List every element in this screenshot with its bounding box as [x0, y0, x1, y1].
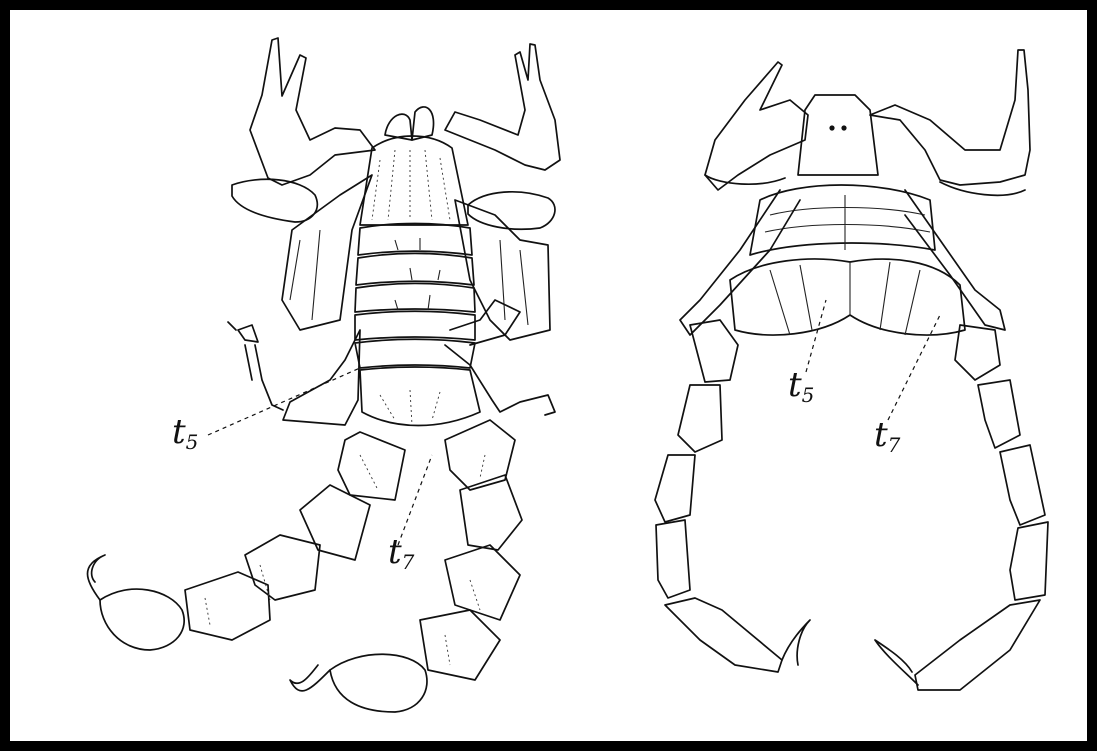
ventral-metasoma-right — [875, 325, 1048, 690]
label-ventral-t5: t5 — [788, 368, 814, 405]
label-letter: t — [172, 412, 186, 452]
label-subscript: 5 — [186, 430, 199, 454]
ventral-left-pedipalp — [705, 62, 808, 190]
dorsal-left-pedipalp — [250, 38, 375, 185]
dorsal-right-pedipalp — [445, 44, 560, 170]
ventral-right-pedipalp — [870, 50, 1030, 185]
label-subscript: 5 — [802, 383, 815, 407]
dorsal-scorpion — [88, 38, 561, 712]
label-dorsal-t5: t5 — [172, 415, 198, 452]
dorsal-carapace — [360, 136, 468, 225]
label-ventral-t7: t7 — [874, 418, 900, 455]
ventral-scorpion — [655, 50, 1048, 690]
ventral-metasoma-left — [655, 320, 810, 672]
label-letter: t — [388, 532, 402, 572]
ventral-t7-leader — [888, 315, 940, 420]
dorsal-metasoma — [88, 420, 523, 712]
label-letter: t — [788, 365, 802, 405]
label-letter: t — [874, 415, 888, 455]
label-dorsal-t7: t7 — [388, 535, 414, 572]
label-subscript: 7 — [402, 550, 415, 574]
dorsal-mesosoma — [355, 224, 480, 426]
dorsal-t7-leader — [398, 455, 432, 545]
dorsal-left-chela — [232, 179, 317, 222]
label-subscript: 7 — [888, 433, 901, 457]
